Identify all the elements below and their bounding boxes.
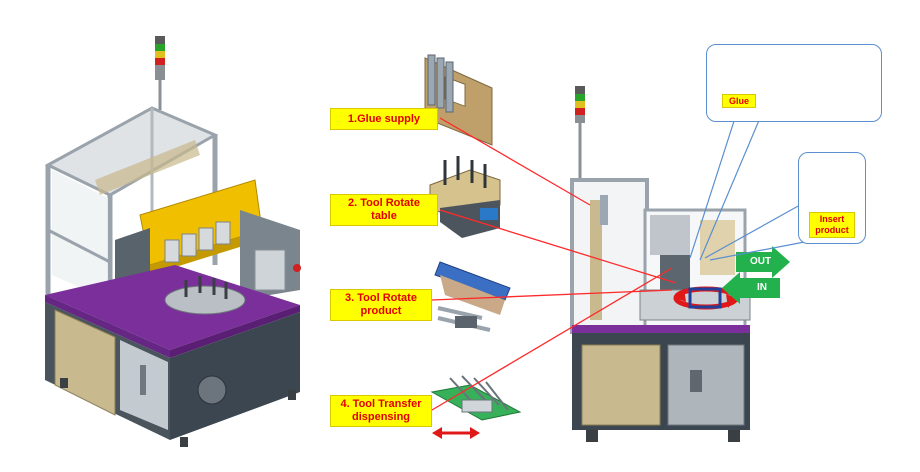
in-label: IN — [757, 282, 767, 293]
left-machine — [44, 36, 301, 447]
label-tool-transfer-dispensing: 4. Tool Transfer dispensing — [330, 395, 432, 427]
tool-rotate-product-unit — [434, 261, 511, 332]
tool-transfer-dispensing-unit — [430, 375, 522, 421]
in-arrow — [722, 272, 780, 304]
label-glue-supply: 1.Glue supply — [330, 108, 438, 130]
callout-lines — [689, 117, 816, 261]
leader-lines — [431, 117, 677, 411]
glue-callout — [706, 44, 882, 122]
signal-tower-icon — [155, 36, 165, 110]
out-arrow — [736, 246, 790, 278]
label-insert-product: Insert product — [809, 212, 855, 238]
glue-supply-unit — [424, 54, 493, 146]
signal-tower-icon — [575, 86, 585, 180]
double-arrow-icon — [432, 427, 480, 439]
label-tool-rotate-table: 2. Tool Rotate table — [330, 194, 438, 226]
label-glue: Glue — [722, 94, 756, 108]
right-machine — [570, 86, 751, 442]
out-label: OUT — [750, 256, 772, 267]
label-tool-rotate-product: 3. Tool Rotate product — [330, 289, 432, 321]
